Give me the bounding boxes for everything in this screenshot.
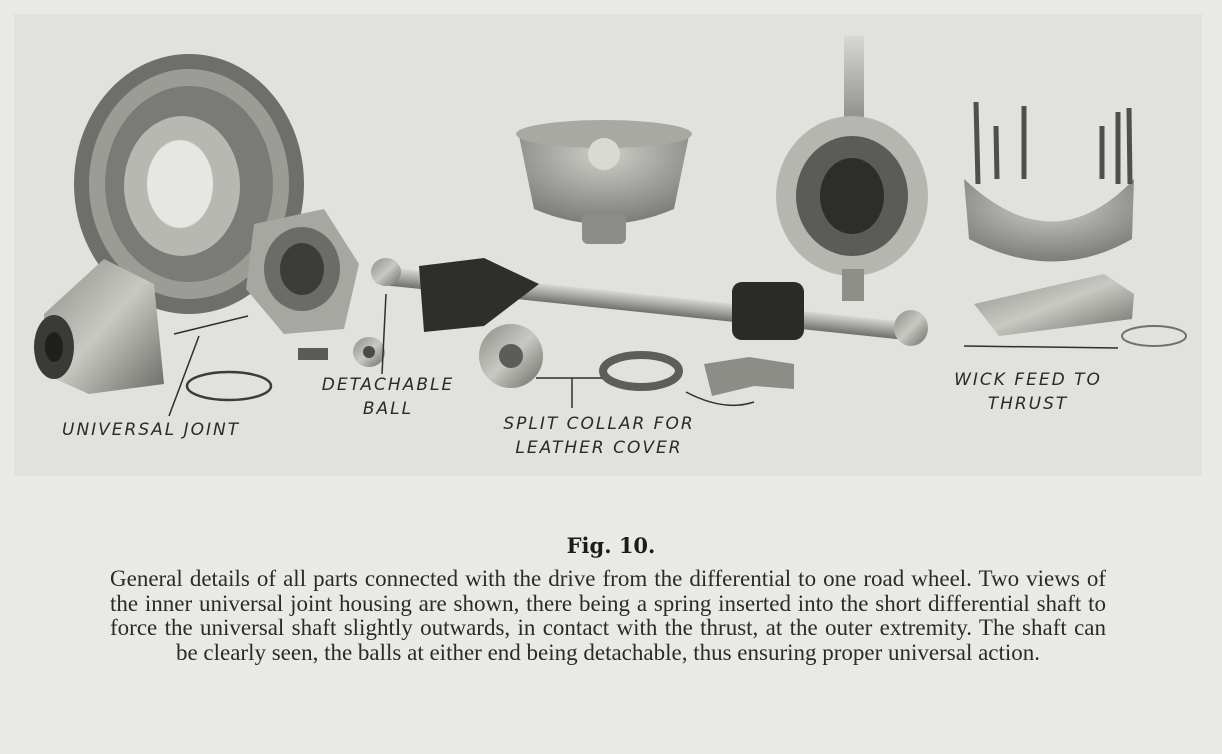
rubber-boot <box>732 282 804 340</box>
figure-photograph <box>14 14 1202 476</box>
spring <box>298 348 328 360</box>
brake-drum <box>74 54 304 314</box>
figure-title: Fig. 10. <box>566 533 656 558</box>
thrust-cone <box>974 274 1134 336</box>
joint-flange-housing <box>246 209 359 334</box>
label-split-collar: SPLIT COLLAR FOR LEATHER COVER <box>503 414 695 458</box>
label-universal-joint: UNIVERSAL JOINT <box>62 420 241 440</box>
split-collar-halves <box>704 357 794 396</box>
bowl-housing <box>516 120 692 244</box>
label-wick-feed: WICK FEED TO THRUST <box>954 370 1102 414</box>
stub-axle-housing <box>964 101 1187 347</box>
leather-cover <box>419 258 539 332</box>
figure-parts-illustration <box>34 36 1187 417</box>
universal-joint-housing <box>34 259 164 394</box>
universal-shaft <box>371 258 928 346</box>
wick <box>1121 325 1187 347</box>
label-detachable-ball: DETACHABLE BALL <box>321 375 455 419</box>
wire-ring <box>185 370 273 402</box>
clip-band <box>599 351 683 391</box>
label-leader-lines <box>168 293 1119 417</box>
ball-housing-spindle <box>776 36 928 301</box>
figure-caption: General details of all parts connected w… <box>110 566 1106 665</box>
